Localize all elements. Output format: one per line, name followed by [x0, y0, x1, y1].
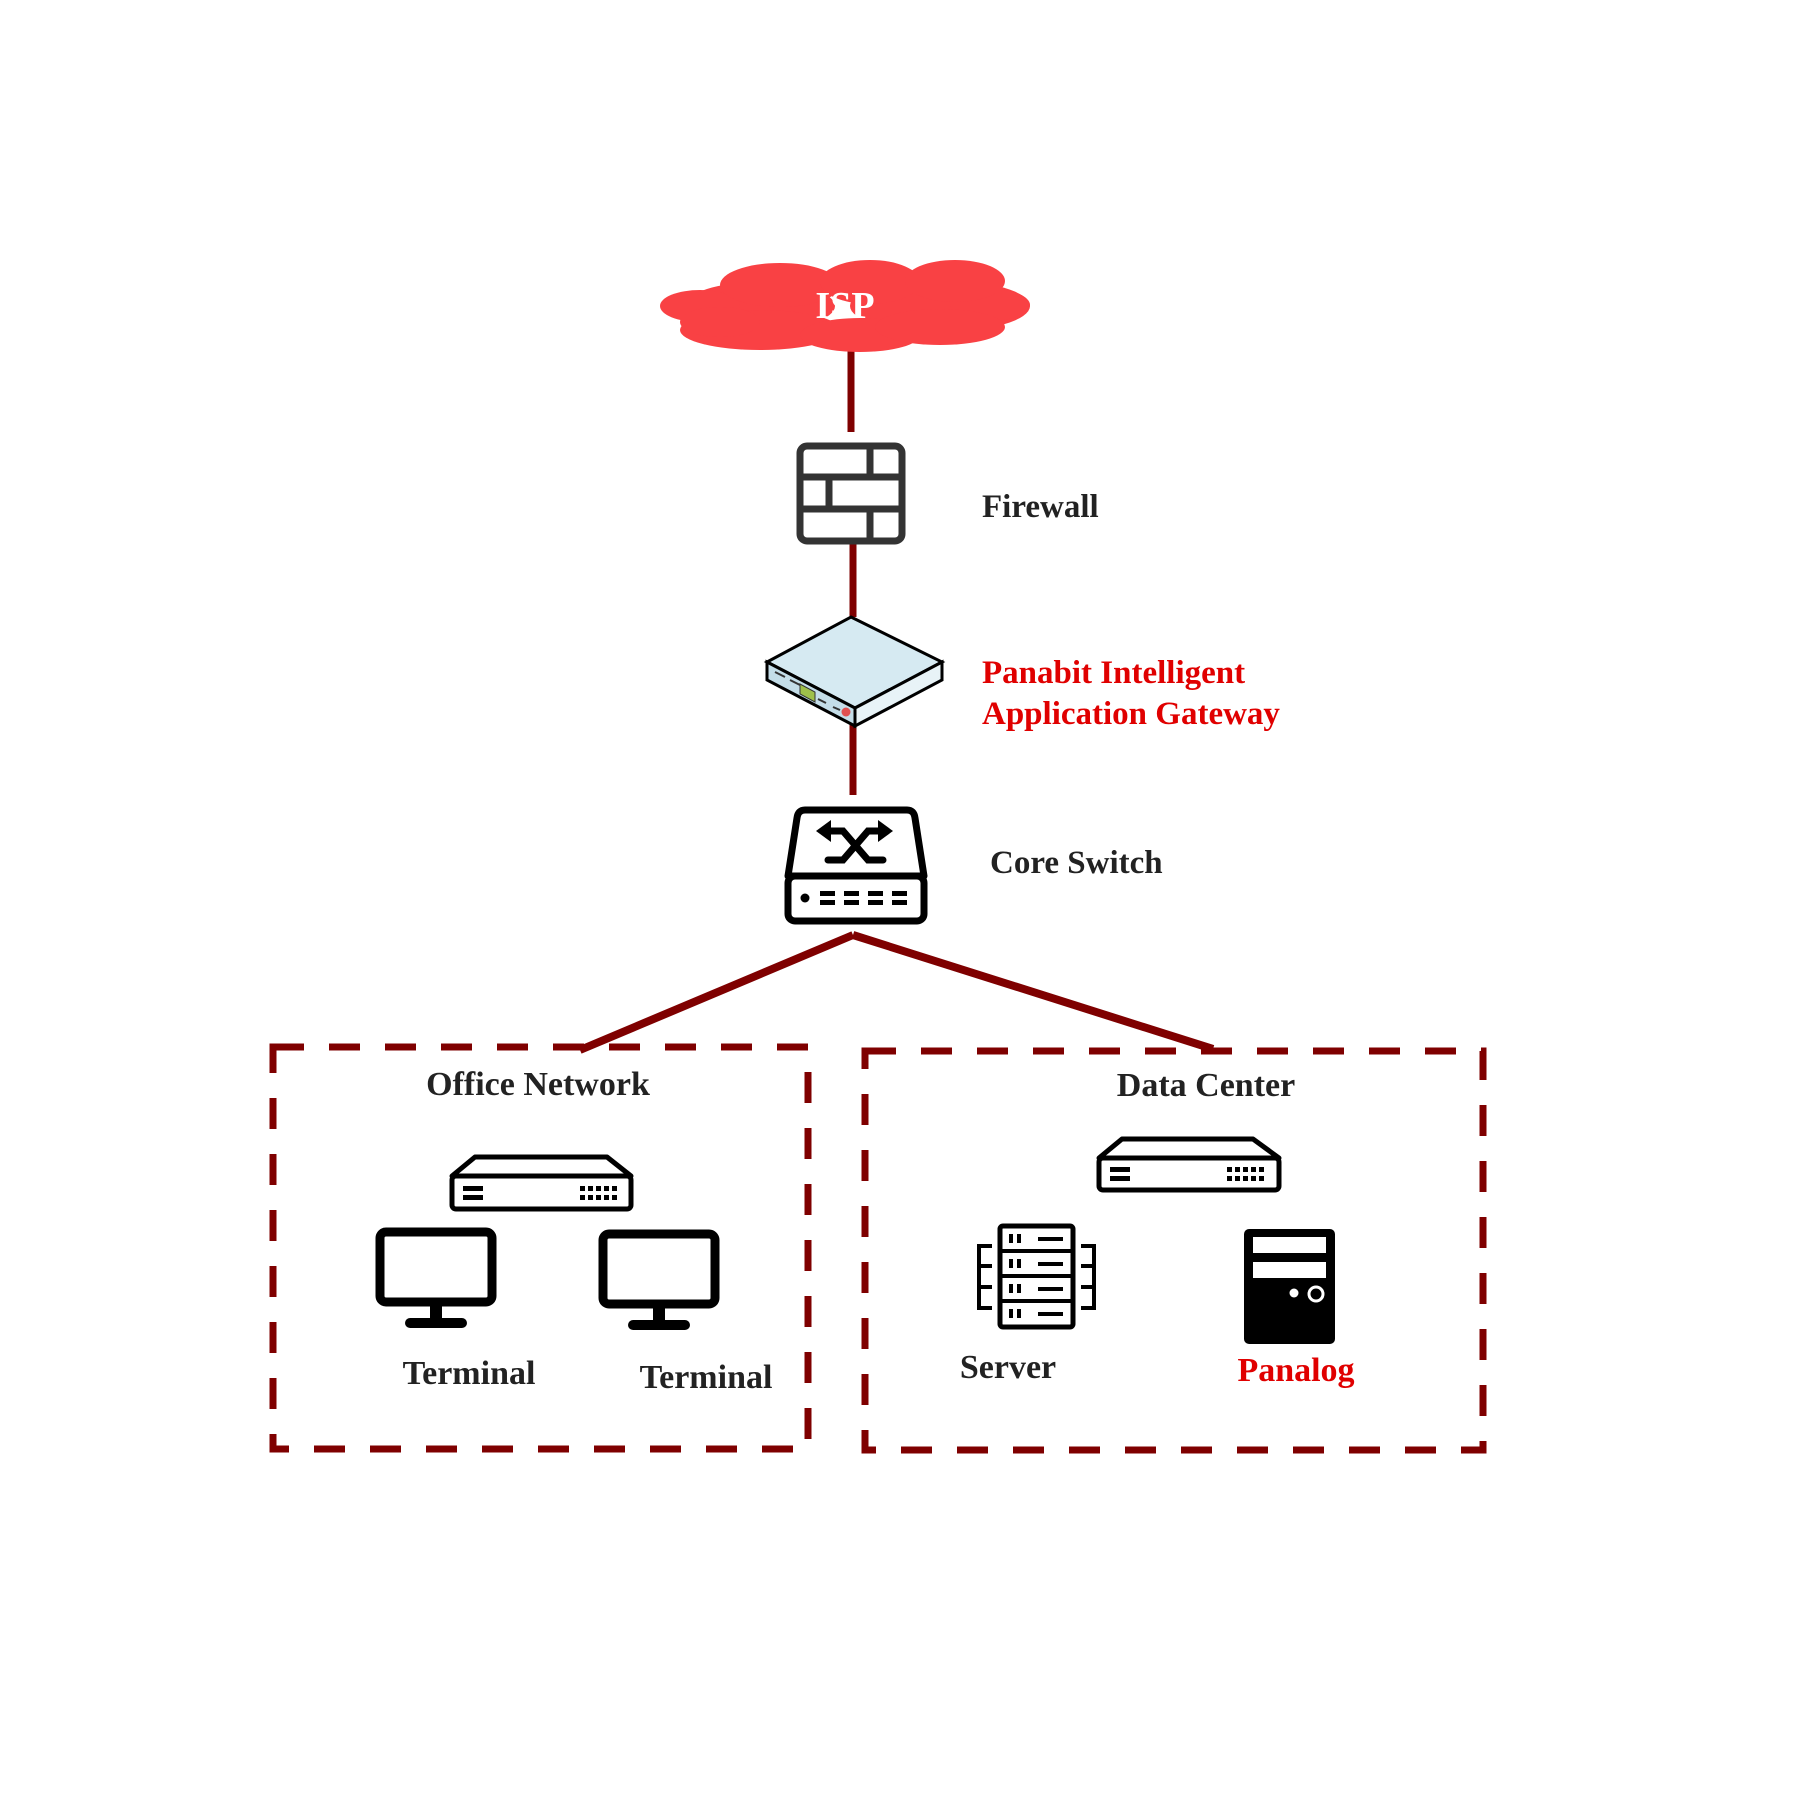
isp-label: ISP — [815, 285, 874, 327]
server-rack-icon — [977, 1223, 1096, 1330]
links — [578, 345, 1215, 1054]
core-switch-icon — [784, 806, 928, 925]
tower-server-icon — [1244, 1229, 1335, 1344]
gateway-node: Panabit Intelligent Application Gateway — [763, 615, 1280, 732]
server: Server — [960, 1223, 1096, 1386]
gateway-label-line2: Application Gateway — [982, 696, 1280, 732]
link-coreswitch-datacenter — [851, 931, 1215, 1053]
firewall-node: Firewall — [796, 442, 1099, 545]
isp-node: ISP — [660, 260, 1030, 352]
switch-icon — [1096, 1136, 1282, 1193]
firewall-icon — [796, 442, 906, 545]
server-label: Server — [960, 1349, 1056, 1386]
office-network-group: Office Network Terminal — [269, 1043, 812, 1453]
gateway-label-line1: Panabit Intelligent — [982, 655, 1245, 691]
data-center-group: Data Center — [861, 1047, 1487, 1454]
terminal-1: Terminal — [375, 1227, 536, 1392]
terminal-1-label: Terminal — [403, 1355, 536, 1392]
office-network-boundary — [269, 1043, 812, 1453]
panalog: Panalog — [1237, 1229, 1355, 1389]
monitor-icon — [598, 1229, 720, 1330]
data-center-boundary — [861, 1047, 1487, 1454]
firewall-label: Firewall — [982, 489, 1099, 525]
office-network-title: Office Network — [426, 1066, 650, 1103]
gateway-appliance-icon — [763, 615, 946, 729]
core-switch-label: Core Switch — [990, 845, 1163, 881]
core-switch-node: Core Switch — [784, 806, 1163, 925]
cloud-icon — [660, 260, 1030, 352]
monitor-icon — [375, 1227, 497, 1328]
terminal-2: Terminal — [598, 1229, 773, 1396]
terminal-2-label: Terminal — [640, 1359, 773, 1396]
link-coreswitch-office — [578, 931, 855, 1054]
data-center-title: Data Center — [1117, 1067, 1295, 1104]
panalog-label: Panalog — [1237, 1352, 1354, 1389]
switch-icon — [449, 1154, 634, 1212]
